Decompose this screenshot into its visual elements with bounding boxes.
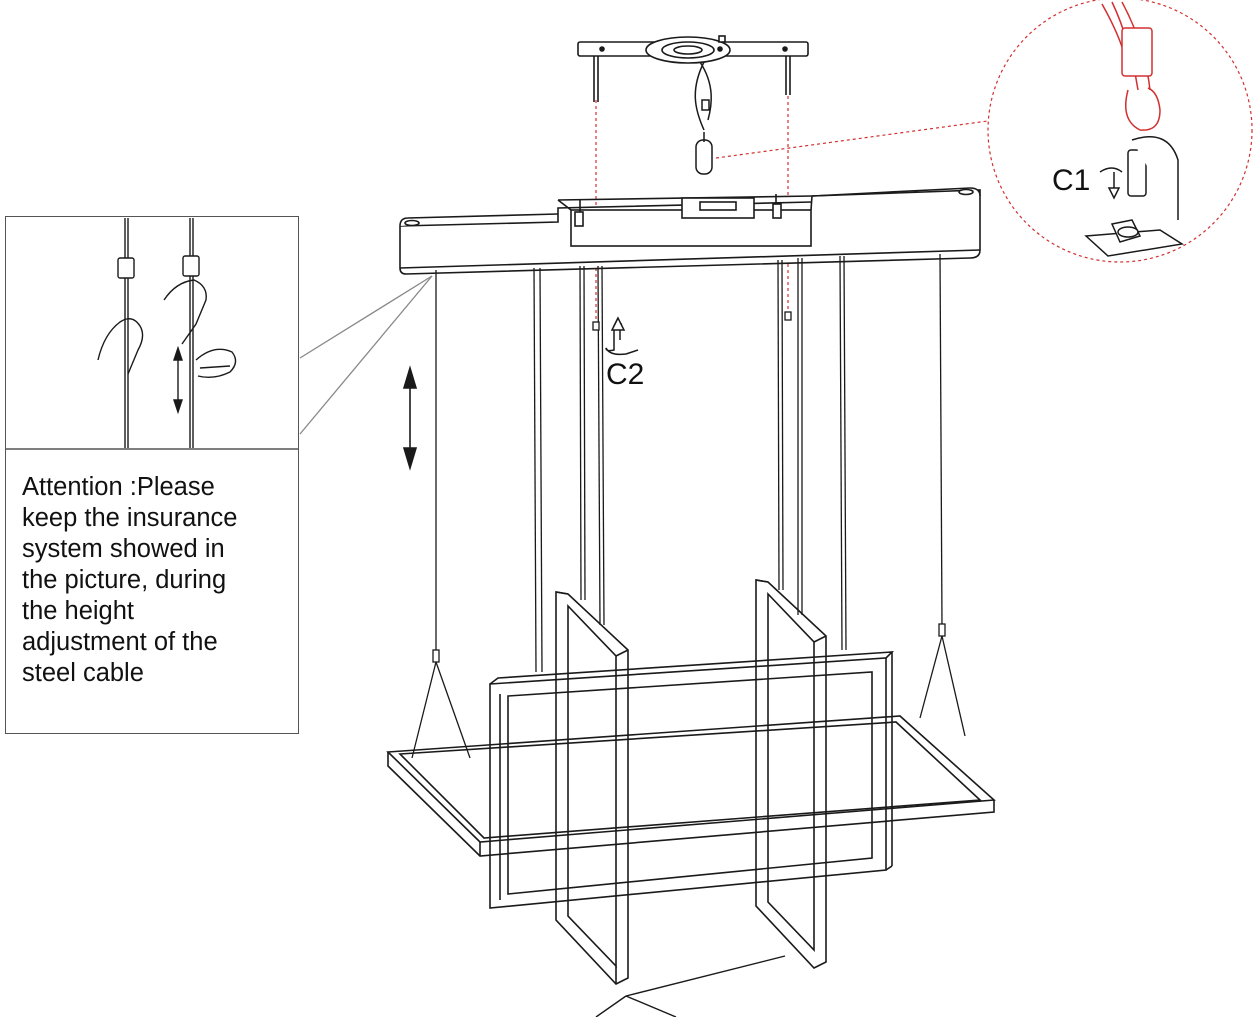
double-arrow-icon <box>402 365 418 471</box>
label-c1: C1 <box>1052 164 1091 197</box>
safety-wire-clip <box>694 61 713 175</box>
attention-note: Attention :Please keep the insurance sys… <box>22 473 238 687</box>
double-arrow-icon <box>173 345 183 415</box>
callout-lines <box>595 955 786 1017</box>
rotate-arrow-icon <box>1099 167 1123 200</box>
canopy-bar <box>399 187 981 275</box>
right-vertical-frame <box>755 579 827 969</box>
outer-horizontal-frame <box>386 715 996 857</box>
vertical-rect-frame <box>489 651 895 909</box>
ceiling-bracket <box>577 35 809 102</box>
detail-magnifier-circle <box>987 0 1253 263</box>
rotate-arrow-icon <box>605 316 639 356</box>
left-vertical-frame <box>555 591 629 985</box>
inset-cable-adjust-illustration <box>97 218 237 448</box>
inset-connector-lines <box>299 275 433 435</box>
attention-inset-box <box>5 216 299 734</box>
suspension-cables <box>411 253 966 759</box>
label-c2: C2 <box>606 358 645 391</box>
